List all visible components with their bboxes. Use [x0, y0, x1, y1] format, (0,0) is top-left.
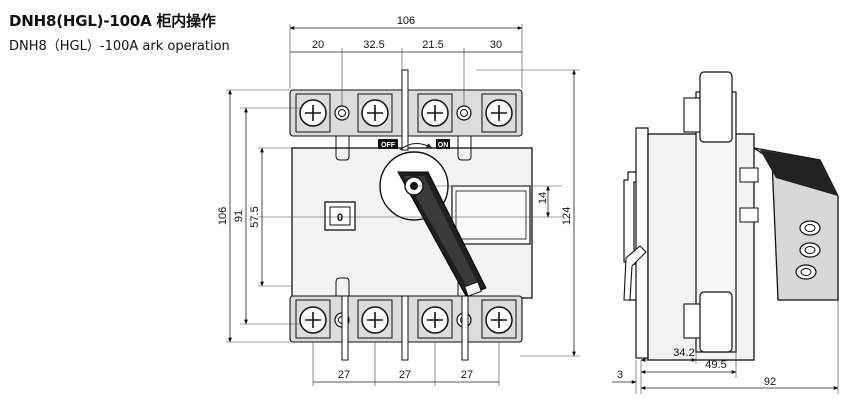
dim-left-inner: 57.5: [249, 206, 261, 227]
indicator-label: 0: [337, 212, 343, 224]
dim-bottom-pitch1: 27: [338, 369, 350, 381]
dim-top-overall: 106: [397, 15, 415, 27]
dim-bottom-pitch2: 27: [399, 369, 411, 381]
off-label: OFF: [381, 142, 396, 149]
dim-side-d4: 3: [617, 369, 623, 381]
bottom-terminal-screws: [295, 277, 517, 361]
dim-side-d1: 34.2: [673, 347, 694, 359]
front-view: 0 OFF ON: [258, 69, 562, 361]
dim-right-small: 14: [537, 192, 549, 204]
front-view-dimensions: 106 20 32.5 21.5 30 106 91 57.5 14 124: [217, 15, 580, 386]
dim-top-seg1: 20: [312, 39, 324, 51]
side-view: [623, 71, 839, 361]
dim-side-d3: 92: [764, 376, 776, 388]
label-plate: [451, 185, 531, 245]
dim-top-seg3: 21.5: [422, 39, 443, 51]
diagram-title: DNH8(HGL)-100A 柜内操作: [9, 12, 216, 30]
dim-right-overall: 124: [561, 207, 573, 225]
side-view-dimensions: 34.2 49.5 92 3: [612, 300, 839, 394]
diagram-subtitle: DNH8（HGL）-100A ark operation: [9, 39, 230, 54]
on-label: ON: [438, 142, 449, 149]
dim-side-d2: 49.5: [705, 359, 726, 371]
rotation-arrow-icon: [399, 143, 433, 151]
dim-left-mid: 91: [233, 210, 245, 222]
dim-top-seg4: 30: [490, 39, 502, 51]
top-terminal-screws: [295, 69, 517, 161]
dim-left-overall: 106: [217, 207, 229, 225]
dim-top-seg2: 32.5: [363, 39, 384, 51]
dim-bottom-pitch3: 27: [461, 369, 473, 381]
